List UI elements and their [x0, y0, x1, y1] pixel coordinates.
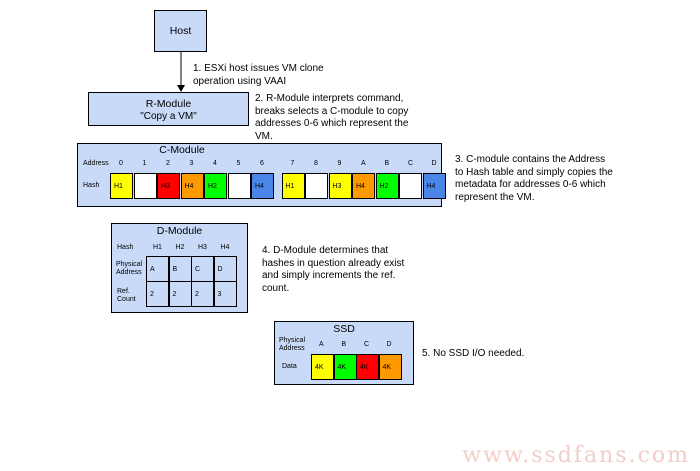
cmodule-address-label: 1 [142, 160, 147, 167]
cmodule-hash-cell: H4 [180, 173, 204, 199]
cmodule-address-label: 5 [236, 160, 241, 167]
ssd-address-label: B [341, 341, 347, 348]
cmodule-address-label: 9 [337, 160, 342, 167]
ssd-address-label: A [319, 341, 324, 348]
rmodule-subtitle: "Copy a VM" [140, 111, 197, 122]
dmodule-physical-cell: B [168, 256, 192, 282]
cmodule-address-label: D [431, 160, 437, 167]
cmodule-hash-cell: H4 [251, 173, 274, 199]
cmodule-address-label: 0 [119, 160, 123, 167]
rmodule-title: R-Module [145, 98, 192, 110]
dmodule-hash-header: H2 [175, 244, 185, 251]
cmodule-hash-cell: H1 [110, 173, 133, 199]
cmodule-hash-cell [133, 173, 157, 199]
ssd-title: SSD [333, 323, 355, 335]
cmodule-hash-cell: H2 [204, 173, 227, 199]
cmodule-title: C-Module [159, 144, 205, 156]
step3-note: 3. C-module contains the Address to Hash… [455, 154, 613, 203]
cmodule-hash-cell [305, 173, 328, 199]
dmodule-hash-header: H1 [153, 244, 162, 251]
ssd-physical-label: Physical Address [279, 337, 306, 352]
cmodule-hash-cell: H3 [157, 173, 180, 199]
cmodule-hash-label: Hash [83, 182, 100, 189]
step4-note: 4. D-Module determines that hashes in qu… [262, 245, 405, 294]
ssd-data-cell: 4K [378, 354, 402, 380]
cmodule-address-label: A [361, 160, 366, 167]
cmodule-hash-cell: H2 [375, 173, 399, 199]
ssd-data-label: Data [282, 363, 297, 370]
ssd-data-cell: 4K [311, 354, 334, 380]
dmodule-physical-cell: A [146, 256, 169, 282]
ssd-data-cell: 4K [333, 354, 357, 380]
cmodule-address-label: Address [83, 160, 109, 167]
cmodule-address-label: 7 [290, 160, 295, 167]
dmodule-physical-cell: C [191, 256, 214, 282]
host-label: Host [169, 25, 192, 37]
cmodule-address-label: 8 [314, 160, 318, 167]
dmodule-title: D-Module [156, 225, 203, 237]
cmodule-hash-cell: H1 [281, 173, 305, 199]
rmodule-box: R-Module "Copy a VM" [88, 92, 249, 126]
dmodule-ref-cell: 3 [213, 281, 237, 307]
cmodule-hash-cell: H3 [328, 173, 352, 199]
dmodule-hash-label: Hash [117, 244, 134, 251]
arrow-host-to-rmodule [177, 52, 185, 92]
dmodule-hash-header: H4 [220, 244, 230, 251]
cmodule-address-label: B [384, 160, 390, 167]
cmodule-address-label: 3 [189, 160, 194, 167]
dmodule-physical-cell: D [213, 256, 237, 282]
ssd-address-label: D [386, 341, 392, 348]
ssd-address-label: C [364, 341, 370, 348]
cmodule-address-label: C [408, 160, 414, 167]
dmodule-hash-header: H3 [198, 244, 207, 251]
cmodule-address-label: 6 [260, 160, 264, 167]
dmodule-ref-cell: 2 [168, 281, 192, 307]
dmodule-ref-cell: 2 [191, 281, 214, 307]
dmodule-physical-label: Physical Address [116, 261, 143, 276]
step1-note: 1. ESXi host issues VM clone operation u… [193, 63, 324, 87]
watermark-text: www.ssdfans.com [462, 443, 690, 468]
cmodule-hash-cell: H4 [422, 173, 446, 199]
cmodule-address-label: 4 [213, 160, 217, 167]
step5-note: 5. No SSD I/O needed. [422, 348, 525, 359]
cmodule-hash-cell: H4 [352, 173, 375, 199]
dmodule-ref-label: Ref. Count [117, 288, 136, 303]
cmodule-address-label: 2 [166, 160, 170, 167]
dmodule-ref-cell: 2 [146, 281, 169, 307]
ssd-data-cell: 4K [356, 354, 379, 380]
cmodule-hash-cell [227, 173, 251, 199]
cmodule-hash-cell [399, 173, 422, 199]
step2-note: 2. R-Module interprets command, breaks s… [255, 93, 409, 142]
host-box: Host [154, 10, 207, 52]
